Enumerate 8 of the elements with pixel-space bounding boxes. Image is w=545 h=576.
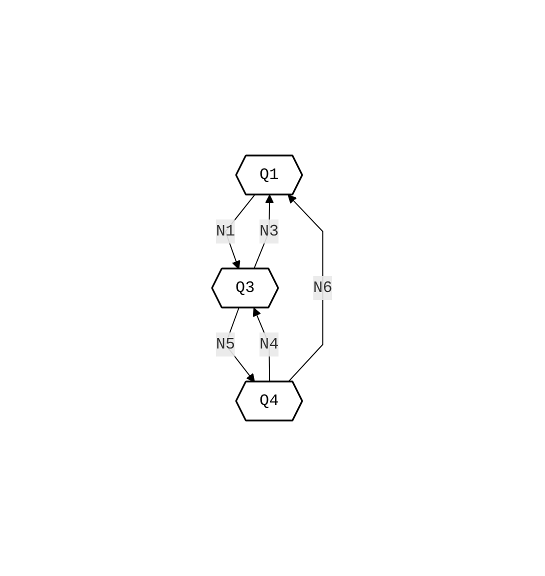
- edge-label: N5: [216, 335, 236, 354]
- edge-label: N4: [260, 335, 280, 354]
- arrow: [254, 194, 274, 270]
- arrow: [288, 194, 324, 382]
- edge-label: N6: [313, 279, 333, 297]
- edge-label: N3: [260, 222, 280, 241]
- arrow: [253, 308, 270, 382]
- edge-label: N1: [216, 222, 236, 241]
